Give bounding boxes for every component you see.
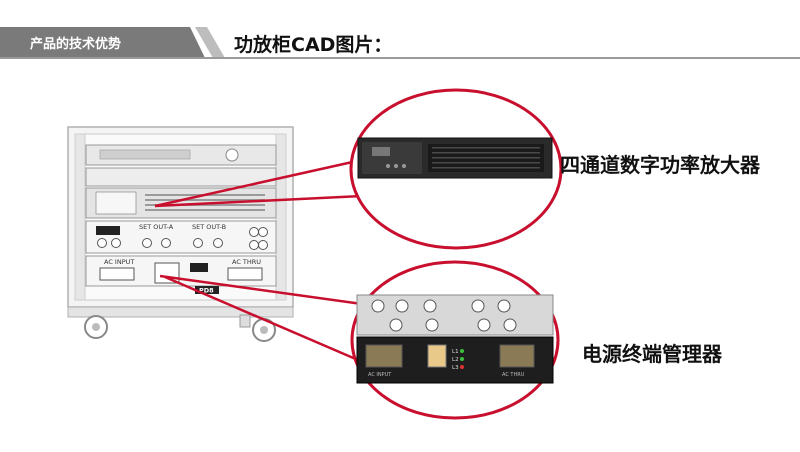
header-underline <box>0 57 800 59</box>
amplifier-callout <box>349 88 563 250</box>
set-out-b-label: SET OUT-B <box>192 223 226 231</box>
callout-lines <box>154 159 363 362</box>
power-manager-label: 电源终端管理器 <box>582 342 722 366</box>
photo-ac-input-label: AC INPUT <box>368 372 392 378</box>
cabinet-ac-thru-label: AC THRU <box>232 258 261 266</box>
set-out-a-label: SET OUT-A <box>139 223 174 231</box>
section-tab-label: 产品的技术优势 <box>30 37 122 52</box>
photo-ac-thru-label: AC THRU <box>502 372 525 378</box>
amplifier-label: 四通道数字功率放大器 <box>560 153 760 177</box>
cabinet-ac-input-label: AC INPUT <box>104 258 134 266</box>
photo-l1-label: L1 <box>452 349 459 355</box>
photo-l2-label: L2 <box>452 357 459 363</box>
cabinet-drawing: SET OUT-A SET OUT-B AC INPUT AC THRU PD8 <box>67 126 294 342</box>
slide-header: 产品的技术优势 功放柜CAD图片： <box>0 0 800 60</box>
power-manager-callout: L1 L2 L3 AC INPUT AC THRU <box>350 260 560 420</box>
photo-l3-label: L3 <box>452 365 459 371</box>
pd8-badge: PD8 <box>199 287 214 295</box>
section-tab: 产品的技术优势 <box>0 27 205 58</box>
slide-title: 功放柜CAD图片： <box>234 34 393 56</box>
